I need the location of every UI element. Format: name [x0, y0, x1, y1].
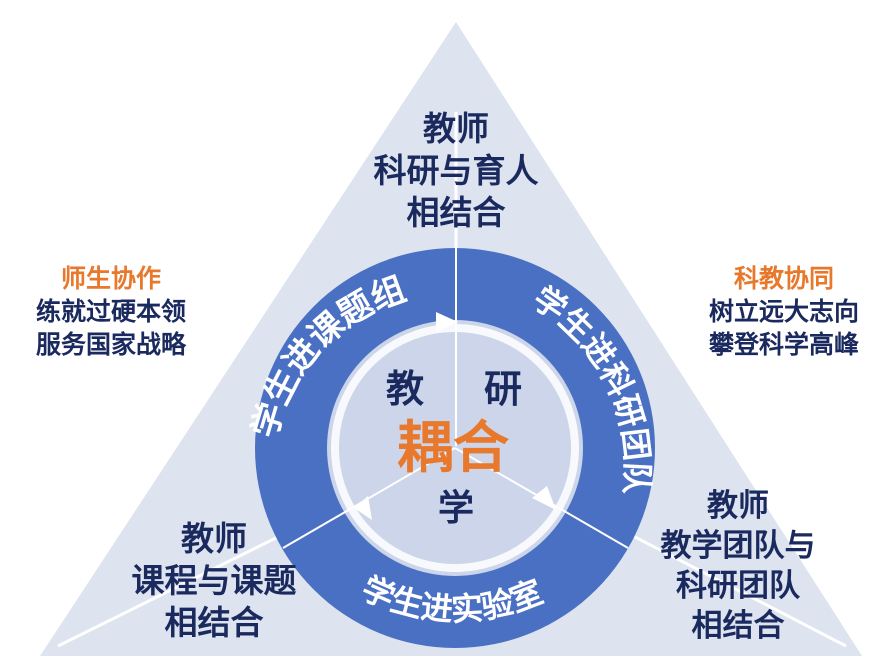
top-block-line: 教师: [423, 109, 489, 148]
center-coupling: 耦合: [397, 416, 509, 481]
bottom-right-block: 教师 教学团队与 科研团队 相结合: [618, 486, 858, 646]
bottom-left-block: 教师 课程与课题 相结合: [94, 518, 334, 644]
bottom-left-line: 相结合: [164, 603, 264, 642]
ring-divider-right: [558, 507, 629, 549]
bottom-right-line: 科研团队: [676, 568, 800, 604]
bottom-left-line: 课程与课题: [131, 561, 297, 600]
arrow-left-icon: [354, 496, 372, 520]
left-side-title: 师生协作: [60, 264, 161, 293]
right-side-title: 科教协同: [733, 264, 834, 293]
center-research: 研: [484, 367, 522, 411]
bottom-right-line: 教师: [707, 488, 769, 524]
spoke-left: [351, 447, 456, 509]
divider-bottom-right: [601, 518, 847, 648]
top-block-line: 相结合: [406, 193, 506, 232]
left-side-line: 服务国家战略: [35, 330, 186, 359]
center-teach: 教: [386, 367, 424, 411]
top-block: 教师 科研与育人 相结合: [336, 108, 576, 234]
right-side-block: 科教协同 树立远大志向 攀登科学高峰: [679, 262, 889, 361]
left-side-block: 师生协作 练就过硬本领 服务国家战略: [6, 262, 216, 361]
bottom-right-line: 教学团队与: [660, 528, 816, 564]
arrow-top-icon: [436, 312, 458, 332]
left-side-line: 练就过硬本领: [35, 297, 186, 326]
right-side-line: 攀登科学高峰: [708, 330, 859, 359]
bottom-right-line: 相结合: [691, 608, 785, 644]
bottom-left-line: 教师: [181, 519, 247, 558]
center-learn: 学: [438, 487, 474, 529]
divider-bottom-left: [57, 524, 301, 648]
ring-divider-left: [282, 507, 353, 549]
arrow-right-icon: [532, 486, 556, 510]
top-block-line: 科研与育人: [373, 151, 539, 190]
right-side-line: 树立远大志向: [708, 297, 859, 326]
